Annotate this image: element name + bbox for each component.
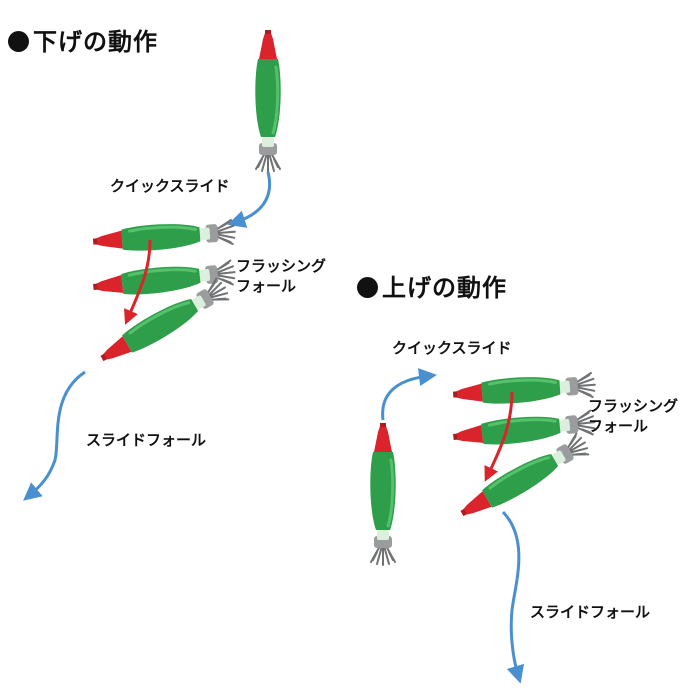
up-fall-label: フォール [588,417,649,435]
down-slide-fall-label: スライドフォール [86,431,207,449]
lure-flash-1-up [450,370,598,409]
up-quick-slide-label: クイックスライド [392,339,512,357]
bullet-icon [8,31,29,52]
down-quick-slide-label: クイックスライド [110,177,230,195]
lure-flash-3-up [454,429,593,527]
up-flashing-label: フラッシング [588,397,679,415]
down-section-title: 下げの動作 [8,22,158,57]
down-flashing-label: フラッシング [236,257,327,275]
quick-slide-arrow-up [381,368,437,421]
slide-fall-arrow-up [501,510,525,684]
bullet-icon [357,277,378,298]
flashing-fall-arrow-down [124,239,152,325]
lure-vertical-up [368,421,398,567]
lure-vertical-down [253,28,283,174]
quick-slide-arrow-down [227,171,271,228]
lure-flash-1-down [90,217,238,256]
up-slide-fall-label: スライドフォール [530,603,651,621]
flashing-fall-arrow-up [484,391,514,482]
up-title-text: 上げの動作 [382,274,507,302]
down-title-text: 下げの動作 [33,28,158,56]
down-fall-label: フォール [236,277,297,295]
up-section-title: 上げの動作 [357,268,507,303]
slide-fall-arrow-down [23,370,86,501]
